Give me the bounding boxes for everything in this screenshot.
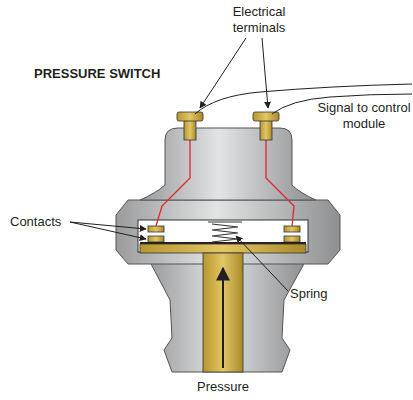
leader-line bbox=[262, 38, 268, 108]
upper-housing bbox=[140, 128, 316, 200]
contact bbox=[284, 236, 300, 242]
part-label: Contacts bbox=[10, 214, 80, 230]
internal-wire bbox=[266, 140, 294, 226]
terminal-cap bbox=[253, 112, 279, 121]
part-label: Electrical terminals bbox=[214, 4, 304, 36]
part-label: Spring bbox=[290, 286, 350, 302]
leader-line bbox=[236, 236, 288, 291]
contact bbox=[148, 236, 164, 242]
diagram-title: PRESSURE SWITCH bbox=[34, 66, 160, 81]
leader-line bbox=[200, 38, 246, 108]
spring-coil bbox=[212, 224, 238, 242]
part-label: Signal to control module bbox=[316, 100, 412, 132]
contact bbox=[284, 226, 300, 232]
terminal-cap bbox=[177, 112, 203, 121]
pressure-arrow bbox=[222, 268, 224, 368]
switch-cavity bbox=[138, 220, 308, 252]
leader-line bbox=[70, 222, 146, 229]
piston-plate bbox=[140, 244, 306, 253]
spring-seat bbox=[208, 221, 242, 222]
contact bbox=[148, 226, 164, 232]
internal-wire bbox=[156, 140, 190, 226]
part-label: Pressure bbox=[188, 379, 258, 395]
pressure-stem bbox=[203, 253, 243, 372]
leader-line bbox=[70, 222, 146, 239]
